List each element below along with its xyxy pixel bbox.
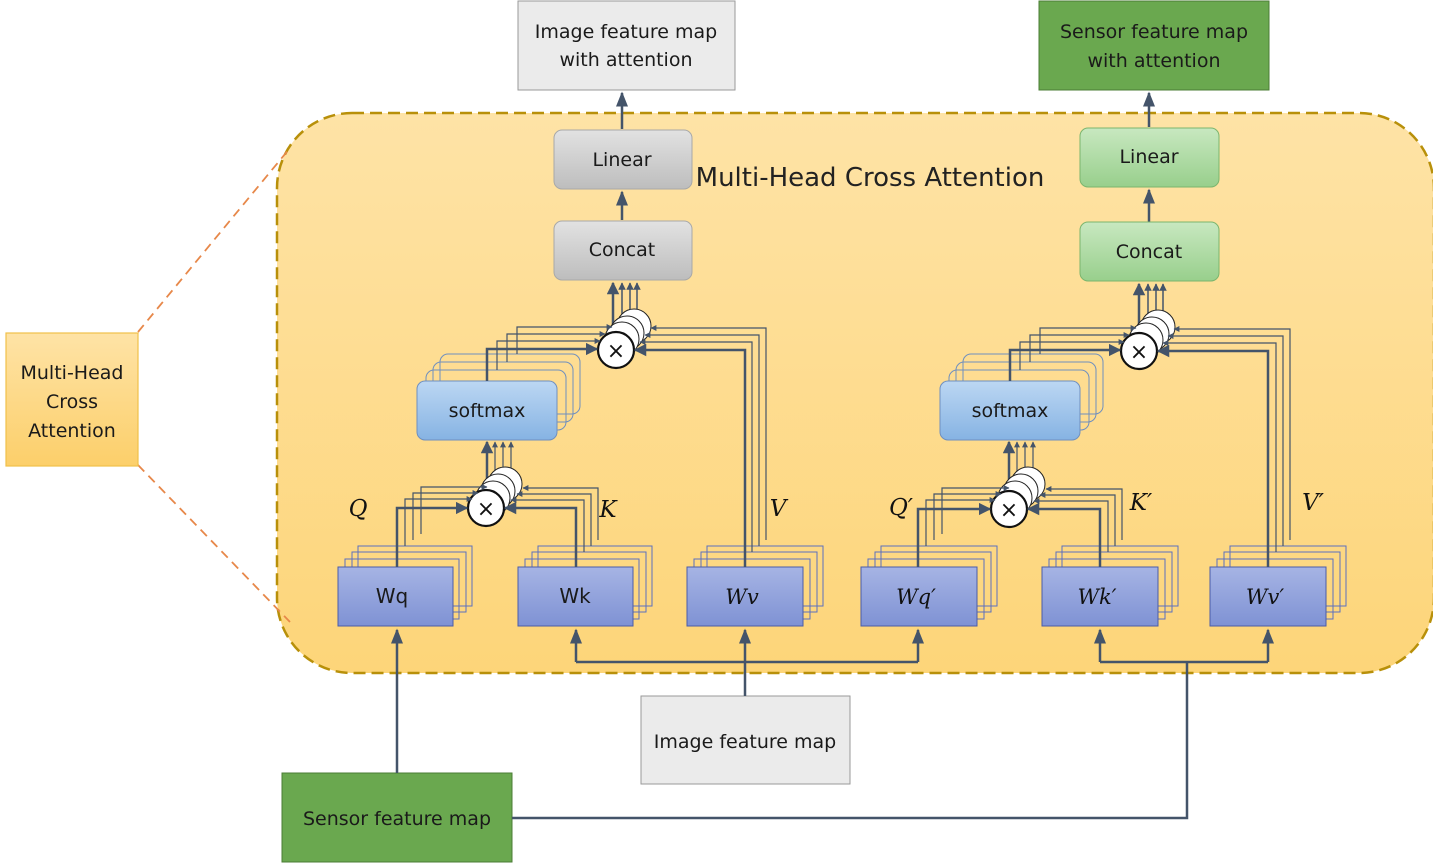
left-softmax-label: softmax: [449, 400, 526, 422]
right-lower-multiply-symbol: ×: [1000, 498, 1018, 523]
right-linear-box: [1079, 127, 1220, 188]
diagram-title: Multi-Head Cross Attention: [696, 163, 1045, 193]
left-concat-label: Concat: [589, 239, 655, 261]
right-wk-label: Wk′: [1077, 585, 1116, 609]
left-lower-multiply-symbol: ×: [477, 497, 495, 522]
left-wk-label: Wk: [559, 584, 591, 608]
right-linear-label: Linear: [1119, 146, 1178, 168]
right-concat-box: [1079, 221, 1220, 282]
right-branch: Linear Concat × softmax: [860, 127, 1347, 627]
image-output-line-2: with attention: [559, 49, 692, 71]
right-wv-box: [1209, 566, 1327, 627]
right-wq-box: [860, 566, 978, 627]
image-input-label: Image feature map: [654, 731, 836, 753]
right-wk-box: [1041, 566, 1159, 627]
left-wq-label: Wq: [376, 584, 408, 608]
left-upper-multiply-symbol: ×: [607, 339, 625, 364]
left-k-label: K: [598, 497, 618, 523]
sensor-input-box: Sensor feature map: [281, 772, 513, 863]
right-concat-label: Concat: [1116, 241, 1182, 263]
sensor-output-line-2: with attention: [1087, 50, 1220, 72]
zoom-line-bottom: [137, 464, 291, 623]
image-output-line-1: Image feature map: [535, 21, 717, 43]
side-box-line-3: Attention: [28, 420, 116, 442]
left-wv-label: Wv: [725, 585, 759, 609]
right-upper-multiply-symbol: ×: [1130, 340, 1148, 365]
left-linear-box: [553, 129, 693, 190]
left-wv-box: [686, 566, 804, 627]
side-box-line-2: Cross: [46, 391, 98, 413]
side-box-line-1: Multi-Head: [21, 362, 124, 384]
side-box-multi-head-cross-attention: Multi-Head Cross Attention: [5, 332, 139, 467]
sensor-input-label: Sensor feature map: [303, 808, 491, 830]
right-softmax-label: softmax: [972, 400, 1049, 422]
output-arrows: [616, 91, 1155, 222]
input-routing: [391, 628, 1274, 820]
left-v-label: V: [770, 496, 789, 522]
zoom-line-top: [137, 147, 291, 333]
right-wv-label: Wv′: [1246, 585, 1284, 609]
left-q-label: Q: [349, 496, 368, 522]
right-wq-label: Wq′: [896, 585, 936, 609]
left-linear-label: Linear: [592, 149, 651, 171]
right-v-label: V′: [1302, 490, 1325, 516]
left-wq-box: [337, 566, 454, 627]
right-q-label: Q′: [889, 495, 914, 521]
sensor-output-line-1: Sensor feature map: [1060, 21, 1248, 43]
right-k-label: K′: [1129, 490, 1153, 516]
left-branch: Linear Concat × softmax: [337, 129, 824, 627]
sensor-output-box: Sensor feature map with attention: [1038, 0, 1270, 91]
left-concat-box: [553, 220, 693, 281]
image-input-box: Image feature map: [640, 695, 851, 785]
image-output-box: Image feature map with attention: [517, 0, 736, 91]
